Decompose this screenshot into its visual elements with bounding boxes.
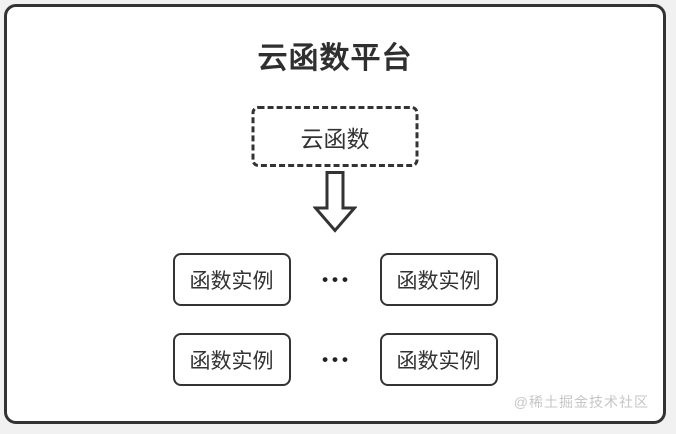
down-arrow-svg [313, 171, 357, 233]
function-instance-node: 函数实例 [172, 253, 291, 306]
function-instance-label: 函数实例 [396, 269, 481, 293]
instance-row: 函数实例 ••• 函数实例 [7, 253, 663, 306]
instance-grid: 函数实例 ••• 函数实例 函数实例 ••• 函数实例 [7, 253, 663, 413]
diagram-title: 云函数平台 [257, 42, 413, 75]
function-instance-node: 函数实例 [379, 333, 498, 386]
function-instance-label: 函数实例 [189, 269, 274, 293]
ellipsis-dots: ••• [322, 350, 352, 369]
function-instance-label: 函数实例 [396, 349, 481, 373]
instance-row: 函数实例 ••• 函数实例 [7, 333, 663, 386]
cloud-function-label: 云函数 [300, 125, 370, 152]
down-arrow-icon [313, 171, 357, 233]
function-instance-node: 函数实例 [172, 333, 291, 386]
watermark-text: @稀土掘金技术社区 [513, 394, 649, 410]
ellipsis-dots: ••• [322, 270, 352, 289]
function-instance-node: 函数实例 [379, 253, 498, 306]
function-instance-label: 函数实例 [189, 349, 274, 373]
cloud-function-node: 云函数 [251, 106, 419, 167]
diagram-frame: 云函数平台 云函数 函数实例 ••• 函数实例 函数实例 ••• 函数实例 [4, 4, 666, 424]
